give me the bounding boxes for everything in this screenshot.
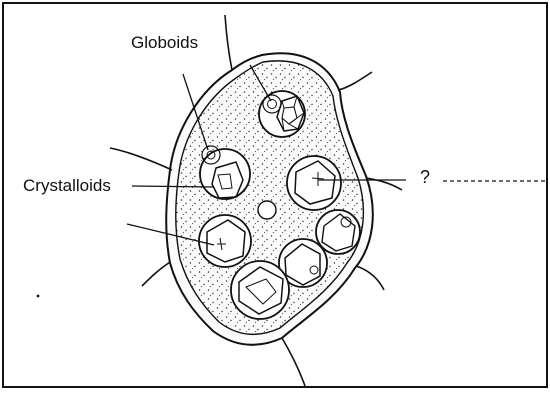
aleurone-grain-left <box>199 215 251 267</box>
aleurone-grain-right <box>287 156 341 210</box>
aleurone-grain-bottom <box>231 261 289 319</box>
label-crystalloids: Crystalloids <box>23 177 111 194</box>
adjacent-wall-top-left <box>225 15 232 70</box>
label-globoids: Globoids <box>131 34 198 51</box>
aleurone-grain-top <box>259 91 305 137</box>
adjacent-wall-top-right <box>338 72 372 90</box>
adjacent-wall-left <box>110 148 172 170</box>
adjacent-wall-bottom <box>282 338 305 386</box>
stray-dot <box>37 295 40 298</box>
nucleus <box>258 201 276 219</box>
adjacent-wall-lower-right <box>356 266 384 290</box>
aleurone-grain-lower-right-small <box>316 210 360 254</box>
adjacent-wall-lower-left <box>142 262 170 286</box>
label-unknown-question: ? <box>420 168 430 186</box>
